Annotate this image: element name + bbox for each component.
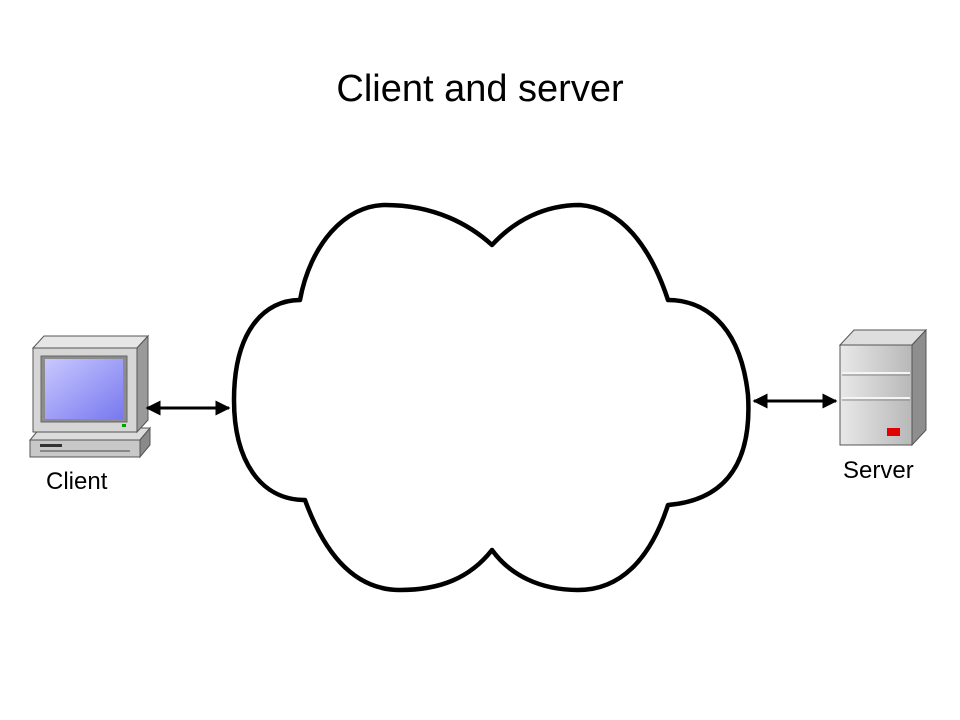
desktop-computer-icon [28,334,152,459]
server-tower-icon [838,328,928,447]
client-label: Client [46,468,108,495]
diagram-title: Client and server [336,68,624,110]
cloud-icon [231,202,751,593]
server-label: Server [843,457,914,484]
